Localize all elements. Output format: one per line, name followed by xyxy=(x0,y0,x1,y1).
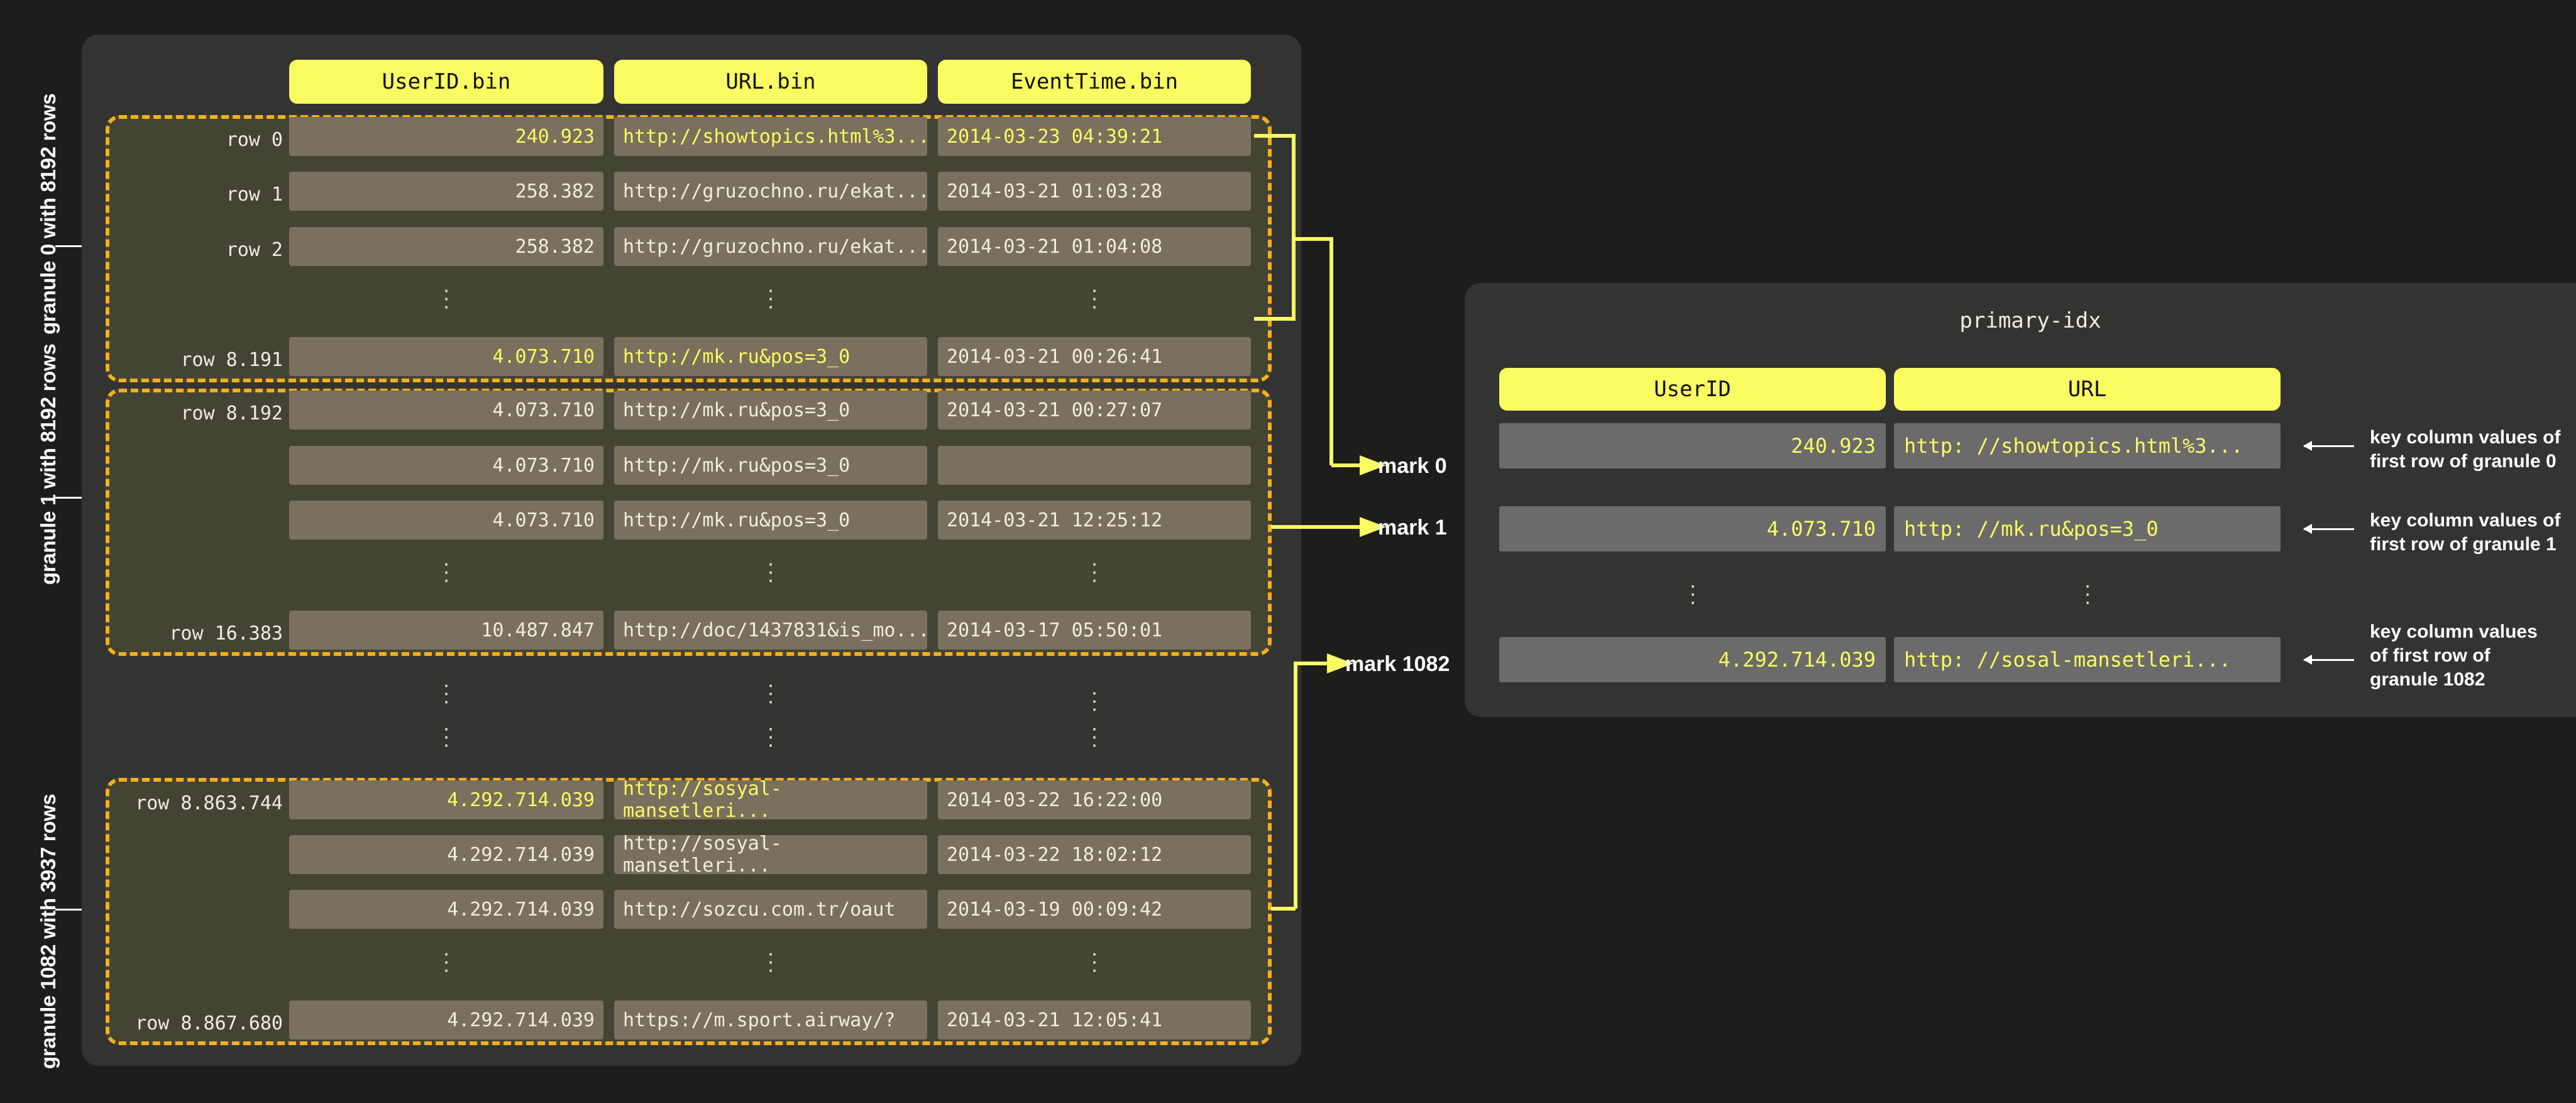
granule-0-row-last-userid: 4.073.710 xyxy=(289,337,603,376)
granule-0-row-0-url: http://showtopics.html%3... xyxy=(614,117,930,156)
granule-1082-row-last-eventtime: 2014-03-21 12:05:41 xyxy=(938,1000,1251,1039)
granule-1082-ellipsis-eventtime: ··· xyxy=(1091,941,1098,982)
primary-idx-row-0-userid: 240.923 xyxy=(1499,423,1886,468)
granule-0-row-0-eventtime: 2014-03-23 04:39:21 xyxy=(938,117,1251,156)
granule-1-row-1-eventtime xyxy=(938,446,1251,485)
primary-idx-row-3-userid: 4.292.714.039 xyxy=(1499,637,1886,682)
granule-0-row-last-eventtime: 2014-03-21 00:26:41 xyxy=(938,337,1251,376)
granule-1-row-2-url: http://mk.ru&pos=3_0 xyxy=(614,501,927,540)
granule-1-row-0-label: row 8.192 xyxy=(180,402,283,424)
granule-1082-row-last-url: https://m.sport.airway/? xyxy=(614,1000,927,1039)
granule-1-row-1-url: http://mk.ru&pos=3_0 xyxy=(614,446,927,485)
granule-1-ellipsis-userid: ··· xyxy=(443,552,450,592)
column-header-userid-bin: UserID.bin xyxy=(289,60,603,104)
granule-0-row-2-url: http://gruzochno.ru/ekat... xyxy=(614,227,930,266)
primary-idx-ellipsis-url: ··· xyxy=(2084,574,2091,614)
gap-ellipsis-userid-2: ··· xyxy=(443,716,450,757)
granule-label-0: granule 0 with 8192 rows xyxy=(36,93,60,335)
granule-1-row-last-url: http://doc/1437831&is_mo... xyxy=(614,611,930,650)
granule-1082-row-0-url: http://sosyal-mansetleri... xyxy=(614,778,927,822)
granule-1-row-last-eventtime: 2014-03-17 05:50:01 xyxy=(938,611,1251,650)
granule-0-row-1-userid: 258.382 xyxy=(289,172,603,211)
granule-0-row-0-label: row 0 xyxy=(226,129,283,151)
column-header-eventtime-bin: EventTime.bin xyxy=(938,60,1251,104)
granule-1082-row-0-userid: 4.292.714.039 xyxy=(289,780,603,819)
granule-1082-row-2-userid: 4.292.714.039 xyxy=(289,890,603,929)
primary-idx-title: primary-idx xyxy=(1959,308,2101,333)
granule-1082-row-1-eventtime: 2014-03-22 18:02:12 xyxy=(938,835,1251,874)
mark-0-label: mark 0 xyxy=(1378,454,1447,478)
granule-0-row-1-eventtime: 2014-03-21 01:03:28 xyxy=(938,172,1251,211)
annotation-granule-1: key column values of first row of granul… xyxy=(2370,510,2561,555)
gap-ellipsis-url-2: ··· xyxy=(767,716,774,757)
granule-0-ellipsis-url: ··· xyxy=(767,278,774,318)
granule-1082-row-last-label: row 8.867.680 xyxy=(135,1012,283,1034)
granule-0-ellipsis-eventtime: ··· xyxy=(1091,278,1098,318)
granule-1082-row-0-eventtime: 2014-03-22 16:22:00 xyxy=(938,780,1251,819)
annotation-granule-1082-line xyxy=(2303,655,2354,665)
granule-1-row-last-userid: 10.487.847 xyxy=(289,611,603,650)
granule-1082-row-2-eventtime: 2014-03-19 00:09:42 xyxy=(938,890,1251,929)
granule-0-row-2-userid: 258.382 xyxy=(289,227,603,266)
granule-1-row-1-userid: 4.073.710 xyxy=(289,446,603,485)
granule-1-row-last-label: row 16.383 xyxy=(169,623,283,645)
granule-0-row-1-label: row 1 xyxy=(226,184,283,206)
granule-1082-row-last-userid: 4.292.714.039 xyxy=(289,1000,603,1039)
granule-1082-ellipsis-userid: ··· xyxy=(443,941,450,982)
granule-1082-row-1-url: http://sosyal-mansetleri... xyxy=(614,833,927,877)
granule-1-row-2-userid: 4.073.710 xyxy=(289,501,603,540)
primary-idx-header-url: URL xyxy=(1894,368,2281,411)
granule-1082-row-2-url: http://sozcu.com.tr/oaut xyxy=(614,890,927,929)
granule-0-ellipsis-userid: ··· xyxy=(443,278,450,318)
annotation-granule-1-line xyxy=(2303,524,2354,534)
gap-ellipsis-userid-1: ··· xyxy=(443,673,450,713)
granule-0-row-last-label: row 8.191 xyxy=(180,349,283,371)
annotation-granule-0-line xyxy=(2303,441,2354,451)
granule-1-row-0-userid: 4.073.710 xyxy=(289,391,603,430)
granule-0-row-last-url: http://mk.ru&pos=3_0 xyxy=(614,337,927,376)
primary-idx-header-userid: UserID xyxy=(1499,368,1886,411)
granule-0-row-1-url: http://gruzochno.ru/ekat... xyxy=(614,172,930,211)
primary-idx-row-1-userid: 4.073.710 xyxy=(1499,506,1886,552)
primary-idx-row-1-url: http: //mk.ru&pos=3_0 xyxy=(1894,506,2281,552)
annotation-granule-1082: key column values of first row of granul… xyxy=(2370,621,2538,690)
primary-idx-row-0-url: http: //showtopics.html%3... xyxy=(1894,423,2281,468)
gap-ellipsis-eventtime-2: ··· xyxy=(1091,716,1098,757)
annotation-granule-0: key column values of first row of granul… xyxy=(2370,427,2561,472)
granule-0-row-2-eventtime: 2014-03-21 01:04:08 xyxy=(938,227,1251,266)
granule-0-row-2-label: row 2 xyxy=(226,239,283,261)
granule-1082-ellipsis-url: ··· xyxy=(767,941,774,982)
granule-1-ellipsis-eventtime: ··· xyxy=(1091,552,1098,592)
granule-1082-row-1-userid: 4.292.714.039 xyxy=(289,835,603,874)
granule-1-row-0-url: http://mk.ru&pos=3_0 xyxy=(614,391,927,430)
mark-1-label: mark 1 xyxy=(1378,516,1447,540)
granule-0-row-0-userid: 240.923 xyxy=(289,117,603,156)
primary-idx-row-3-url: http: //sosal-mansetleri... xyxy=(1894,637,2281,682)
gap-ellipsis-url-1: ··· xyxy=(767,673,774,713)
column-header-url-bin: URL.bin xyxy=(614,60,927,104)
granule-1-row-0-eventtime: 2014-03-21 00:27:07 xyxy=(938,391,1251,430)
mark-1082-label: mark 1082 xyxy=(1345,652,1450,676)
granule-label-1082: granule 1082 with 3937 rows xyxy=(36,794,60,1069)
gap-ellipsis-eventtime-1: ··· xyxy=(1091,680,1098,721)
granule-1-ellipsis-url: ··· xyxy=(767,552,774,592)
granule-label-1: granule 1 with 8192 rows xyxy=(36,343,60,585)
granule-1-row-2-eventtime: 2014-03-21 12:25:12 xyxy=(938,501,1251,540)
granule-1082-row-0-label: row 8.863.744 xyxy=(135,792,283,814)
primary-idx-ellipsis-userid: ··· xyxy=(1689,574,1697,614)
